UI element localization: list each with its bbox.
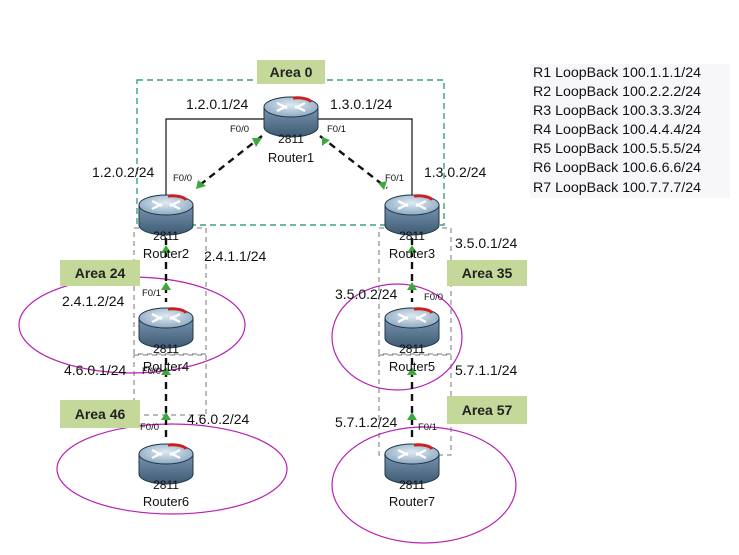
loopback-line: R2 LoopBack 100.2.2.2/24 (533, 84, 702, 101)
loopback-line: R4 LoopBack 100.4.4.4/24 (533, 122, 702, 139)
port-label: F0/1 (418, 422, 437, 433)
area-46-boundary (133, 354, 207, 416)
ip-address-label: 5.7.1.2/24 (335, 414, 397, 430)
router-name-label: Router4 (143, 359, 189, 374)
router-model-label: 2811 (153, 342, 179, 356)
port-label: F0/1 (385, 173, 404, 184)
link-up-arrow (322, 137, 330, 146)
router-model-label: 2811 (278, 132, 304, 146)
router-1[interactable] (262, 95, 320, 139)
link-r1-r2 (195, 135, 263, 189)
ip-address-label: 5.7.1.1/24 (455, 362, 517, 378)
link-up-arrow (161, 367, 171, 375)
area-0-tag: Area 0 (257, 60, 325, 84)
router-model-label: 2811 (399, 478, 425, 492)
area-57-tag: Area 57 (447, 396, 527, 424)
area-57-ellipse (331, 426, 517, 544)
port-label: F0/1 (142, 288, 161, 299)
area-label: Area 46 (75, 406, 126, 422)
loopback-line: R1 LoopBack 100.1.1.1/24 (533, 65, 702, 81)
port-label: F0/0 (140, 422, 159, 433)
loopback-line: R5 LoopBack 100.5.5.5/24 (533, 141, 702, 158)
ip-address-label: 1.2.0.1/24 (186, 96, 248, 112)
ip-address-label: 2.4.1.2/24 (62, 293, 124, 309)
link-up-arrow (378, 181, 387, 190)
link-up-arrow (161, 412, 171, 420)
port-label: F0/0 (424, 292, 443, 303)
ip-address-label: 4.6.0.1/24 (64, 362, 126, 378)
router-name-label: Router7 (389, 494, 435, 509)
router-model-label: 2811 (399, 229, 425, 243)
link-up-arrow (252, 138, 262, 147)
port-label: F0/0 (230, 124, 249, 135)
area-label: Area 24 (75, 265, 126, 281)
ip-address-label: 2.4.1.1/24 (204, 248, 266, 264)
link-r1-r2-solid (165, 118, 264, 197)
port-label: F0/0 (142, 366, 161, 377)
link-up-arrow (161, 282, 171, 290)
router-name-label: Router3 (389, 246, 435, 261)
area-46-ellipse (56, 423, 288, 515)
ip-address-label: 3.5.0.1/24 (455, 235, 517, 251)
loopback-line: R6 LoopBack 100.6.6.6/24 (533, 160, 702, 177)
ip-address-label: 4.6.0.2/24 (187, 411, 249, 427)
router-model-label: 2811 (153, 478, 179, 492)
ip-address-label: 3.5.0.2/24 (335, 286, 397, 302)
link-up-arrow (407, 412, 417, 420)
link-up-arrow (161, 245, 171, 253)
area-46-tag: Area 46 (60, 400, 140, 428)
router-name-label: Router2 (143, 246, 189, 261)
link-r1-r3-solid (318, 118, 413, 197)
router-model-label: 2811 (399, 342, 425, 356)
area-label: Area 35 (462, 265, 513, 281)
area-24-ellipse (18, 276, 246, 374)
area-24-tag: Area 24 (60, 260, 140, 286)
router-icon (262, 95, 320, 139)
loopback-line: R7 LoopBack 100.7.7.7/24 (533, 179, 702, 196)
link-up-arrow (407, 245, 417, 253)
area-35-tag: Area 35 (447, 260, 527, 286)
area-label: Area 57 (462, 402, 513, 418)
router-name-label: Router5 (389, 359, 435, 374)
area-35-ellipse (331, 283, 463, 391)
ip-address-label: 1.3.0.2/24 (424, 164, 486, 180)
loopback-address-list: R1 LoopBack 100.1.1.1/24 R2 LoopBack 100… (530, 64, 730, 198)
loopback-line: R3 LoopBack 100.3.3.3/24 (533, 103, 702, 120)
router-name-label: Router1 (268, 150, 314, 165)
link-up-arrow (407, 367, 417, 375)
router-model-label: 2811 (153, 229, 179, 243)
link-r1-r3 (319, 135, 388, 189)
link-up-arrow (407, 282, 417, 290)
ip-address-label: 1.2.0.2/24 (92, 164, 154, 180)
router-name-label: Router6 (143, 494, 189, 509)
ip-address-label: 1.3.0.1/24 (330, 96, 392, 112)
area-label: Area 0 (270, 64, 313, 80)
port-label: F0/0 (173, 173, 192, 184)
link-up-arrow (196, 180, 206, 189)
port-label: F0/1 (327, 124, 346, 135)
